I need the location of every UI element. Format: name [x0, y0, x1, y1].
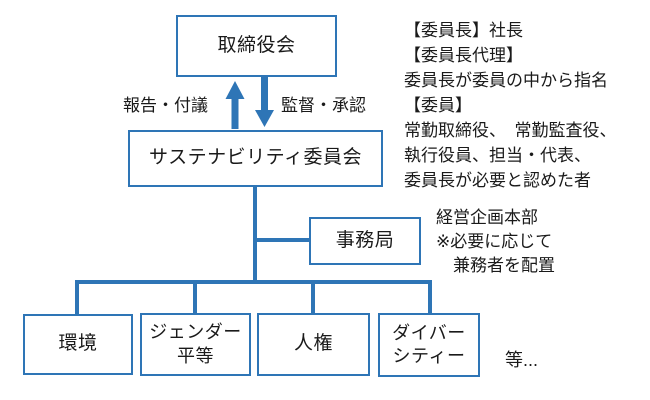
secretariat-label: 事務局: [335, 229, 395, 251]
subcommittee-box-human-rights: 人権: [257, 313, 370, 376]
secretariat-box: 事務局: [309, 217, 421, 265]
secretariat-note: 経営企画本部 ※必要に応じて 兼務者を配置: [436, 208, 555, 275]
etc-label: 等...: [505, 350, 539, 370]
gender-stub-line: [193, 280, 197, 313]
up-arrow-icon: [225, 81, 245, 129]
board-of-directors-label: 取締役会: [217, 34, 296, 56]
committee-membership-note: 【委員長】社長 【委員長代理】 委員長が委員の中から指名 【委員】 常勤取締役、…: [404, 21, 617, 190]
gender-equality-label: ジェンダー 平等: [149, 322, 242, 366]
sustainability-committee-box: サステナビリティ委員会: [128, 130, 383, 187]
down-arrow-icon: [255, 77, 274, 127]
board-of-directors-box: 取締役会: [176, 15, 337, 77]
subcommittee-branch-line: [75, 280, 432, 284]
human-rights-label: 人権: [293, 333, 333, 355]
environment-label: 環境: [58, 333, 98, 355]
trunk-connector-line: [253, 187, 257, 283]
subcommittee-box-environment: 環境: [23, 314, 133, 375]
secretariat-branch-line: [256, 238, 309, 242]
subcommittee-box-gender-equality: ジェンダー 平等: [140, 313, 251, 376]
diversity-stub-line: [428, 280, 432, 313]
sustainability-committee-label: サステナビリティ委員会: [149, 147, 362, 169]
diversity-label: ダイバー シティー: [392, 322, 466, 366]
environment-stub-line: [75, 280, 79, 314]
human-rights-stub-line: [311, 280, 315, 313]
supervision-arrow-label: 監督・承認: [281, 96, 366, 115]
subcommittee-box-diversity: ダイバー シティー: [378, 313, 480, 377]
report-arrow-label: 報告・付議: [123, 96, 208, 115]
